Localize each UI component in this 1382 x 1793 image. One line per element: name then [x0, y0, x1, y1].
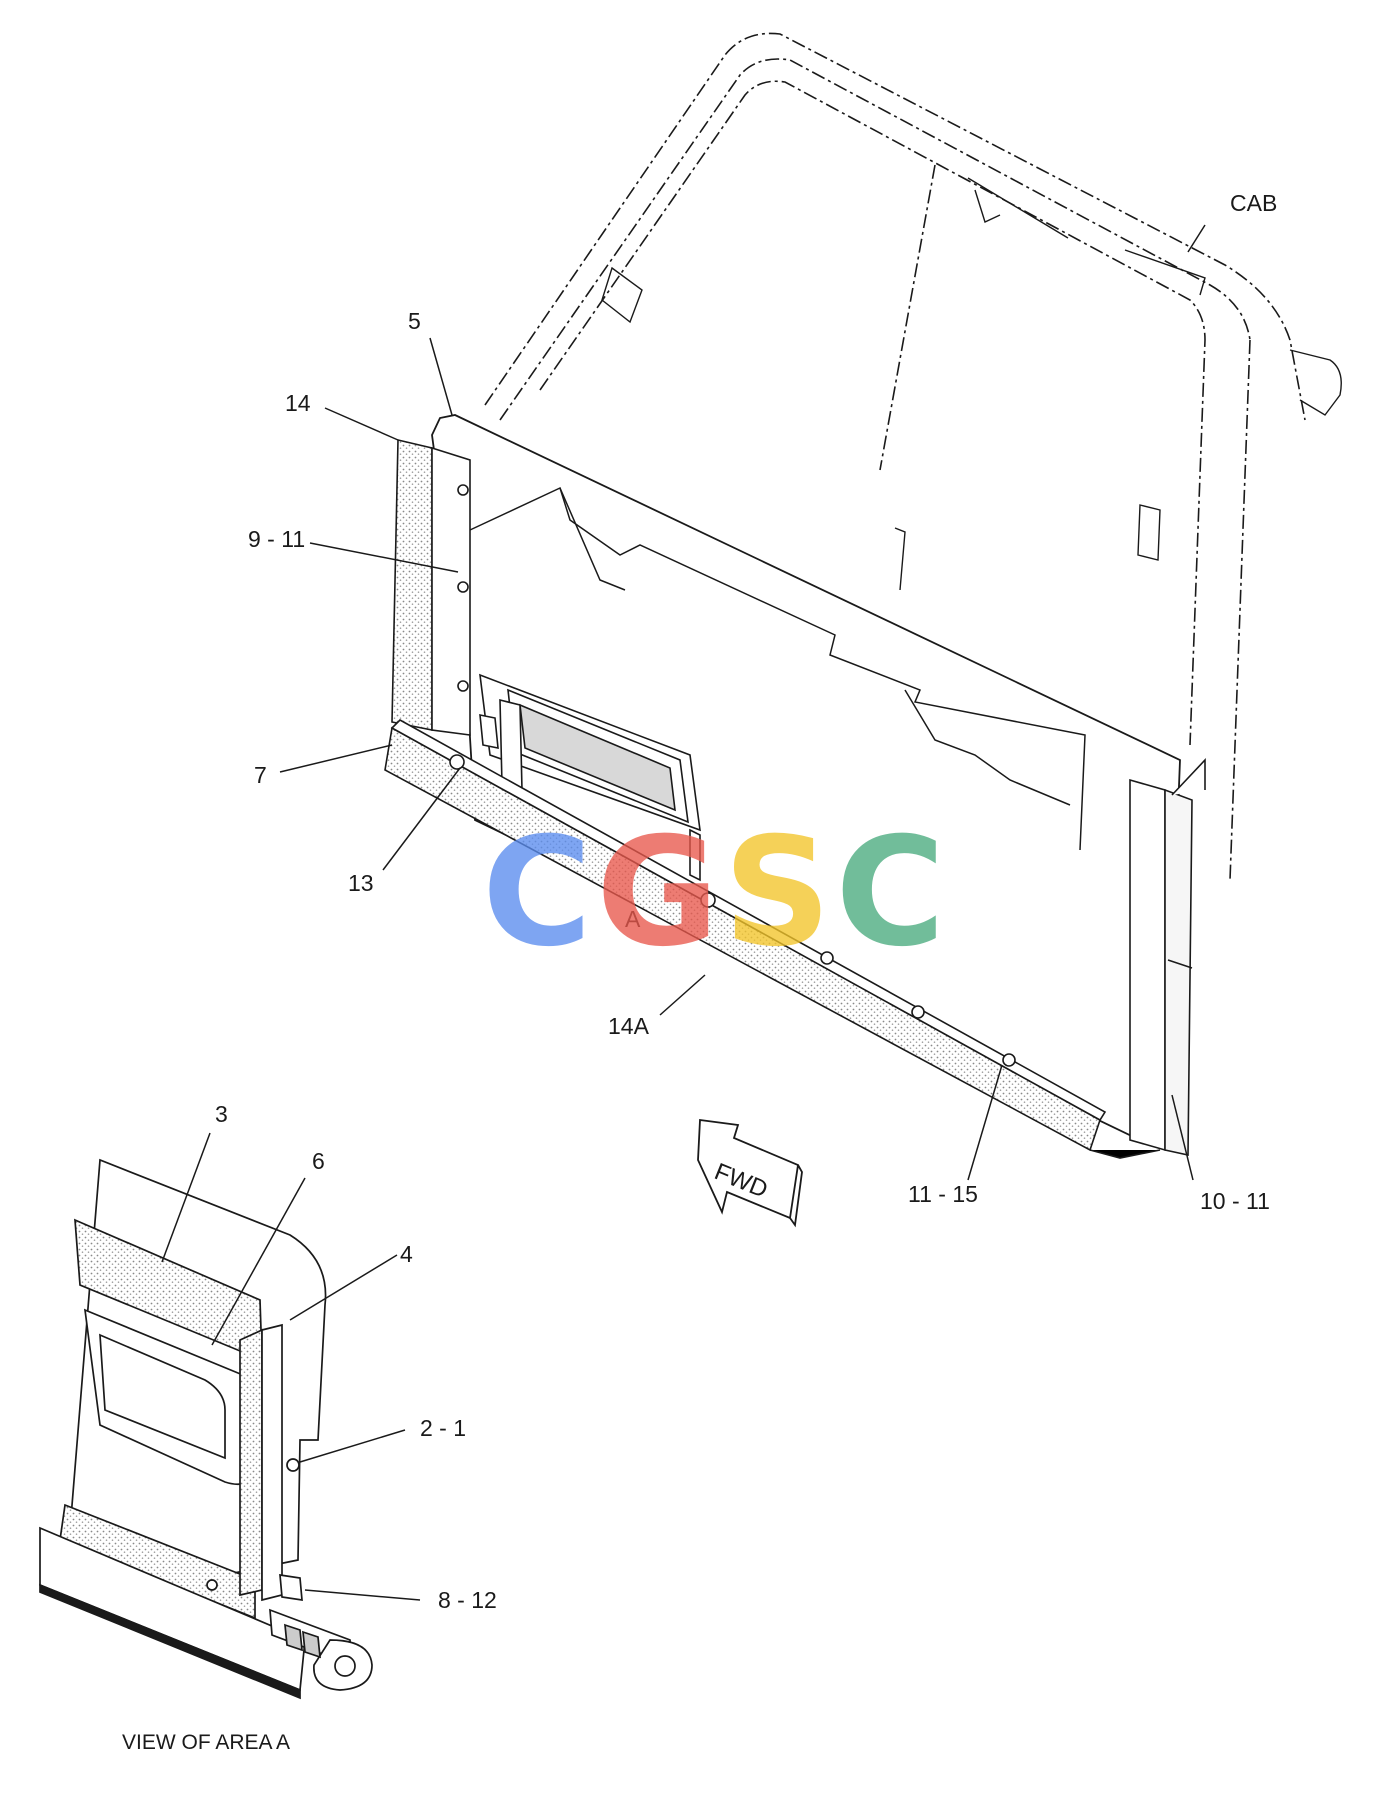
- callout-14a: 14A: [608, 1013, 649, 1039]
- rear-panel: [431, 414, 1181, 1150]
- callout-8-12: 8 - 12: [438, 1587, 497, 1613]
- callout-11-15: 11 - 15: [908, 1181, 978, 1207]
- cab-outline: [484, 32, 1306, 881]
- callout-9-11: 9 - 11: [248, 526, 306, 552]
- right-channel: [1129, 757, 1206, 1156]
- detail-caption: VIEW OF AREA A: [122, 1731, 291, 1754]
- cab-hardware: [601, 177, 1342, 591]
- callout-3: 3: [215, 1101, 228, 1127]
- access-window: [479, 673, 701, 882]
- callout-14: 14: [285, 390, 311, 416]
- left-stiffener: [391, 438, 471, 736]
- bottom-sill: [384, 719, 1161, 1159]
- panel-contour: [469, 486, 1086, 851]
- callout-10-11: 10 - 11: [1200, 1188, 1270, 1214]
- callout-4: 4: [400, 1241, 413, 1267]
- leader-lines: [161, 224, 1206, 1601]
- callout-13: 13: [348, 870, 374, 896]
- fwd-arrow: [697, 1118, 803, 1228]
- callout-5: 5: [408, 308, 421, 334]
- callout-area-a: A: [625, 906, 641, 932]
- callout-7: 7: [254, 762, 267, 788]
- callout-2-1: 2 - 1: [420, 1415, 467, 1441]
- callout-6: 6: [312, 1148, 325, 1174]
- callout-cab: CAB: [1230, 190, 1278, 216]
- detail-view-area-a: [39, 1158, 373, 1700]
